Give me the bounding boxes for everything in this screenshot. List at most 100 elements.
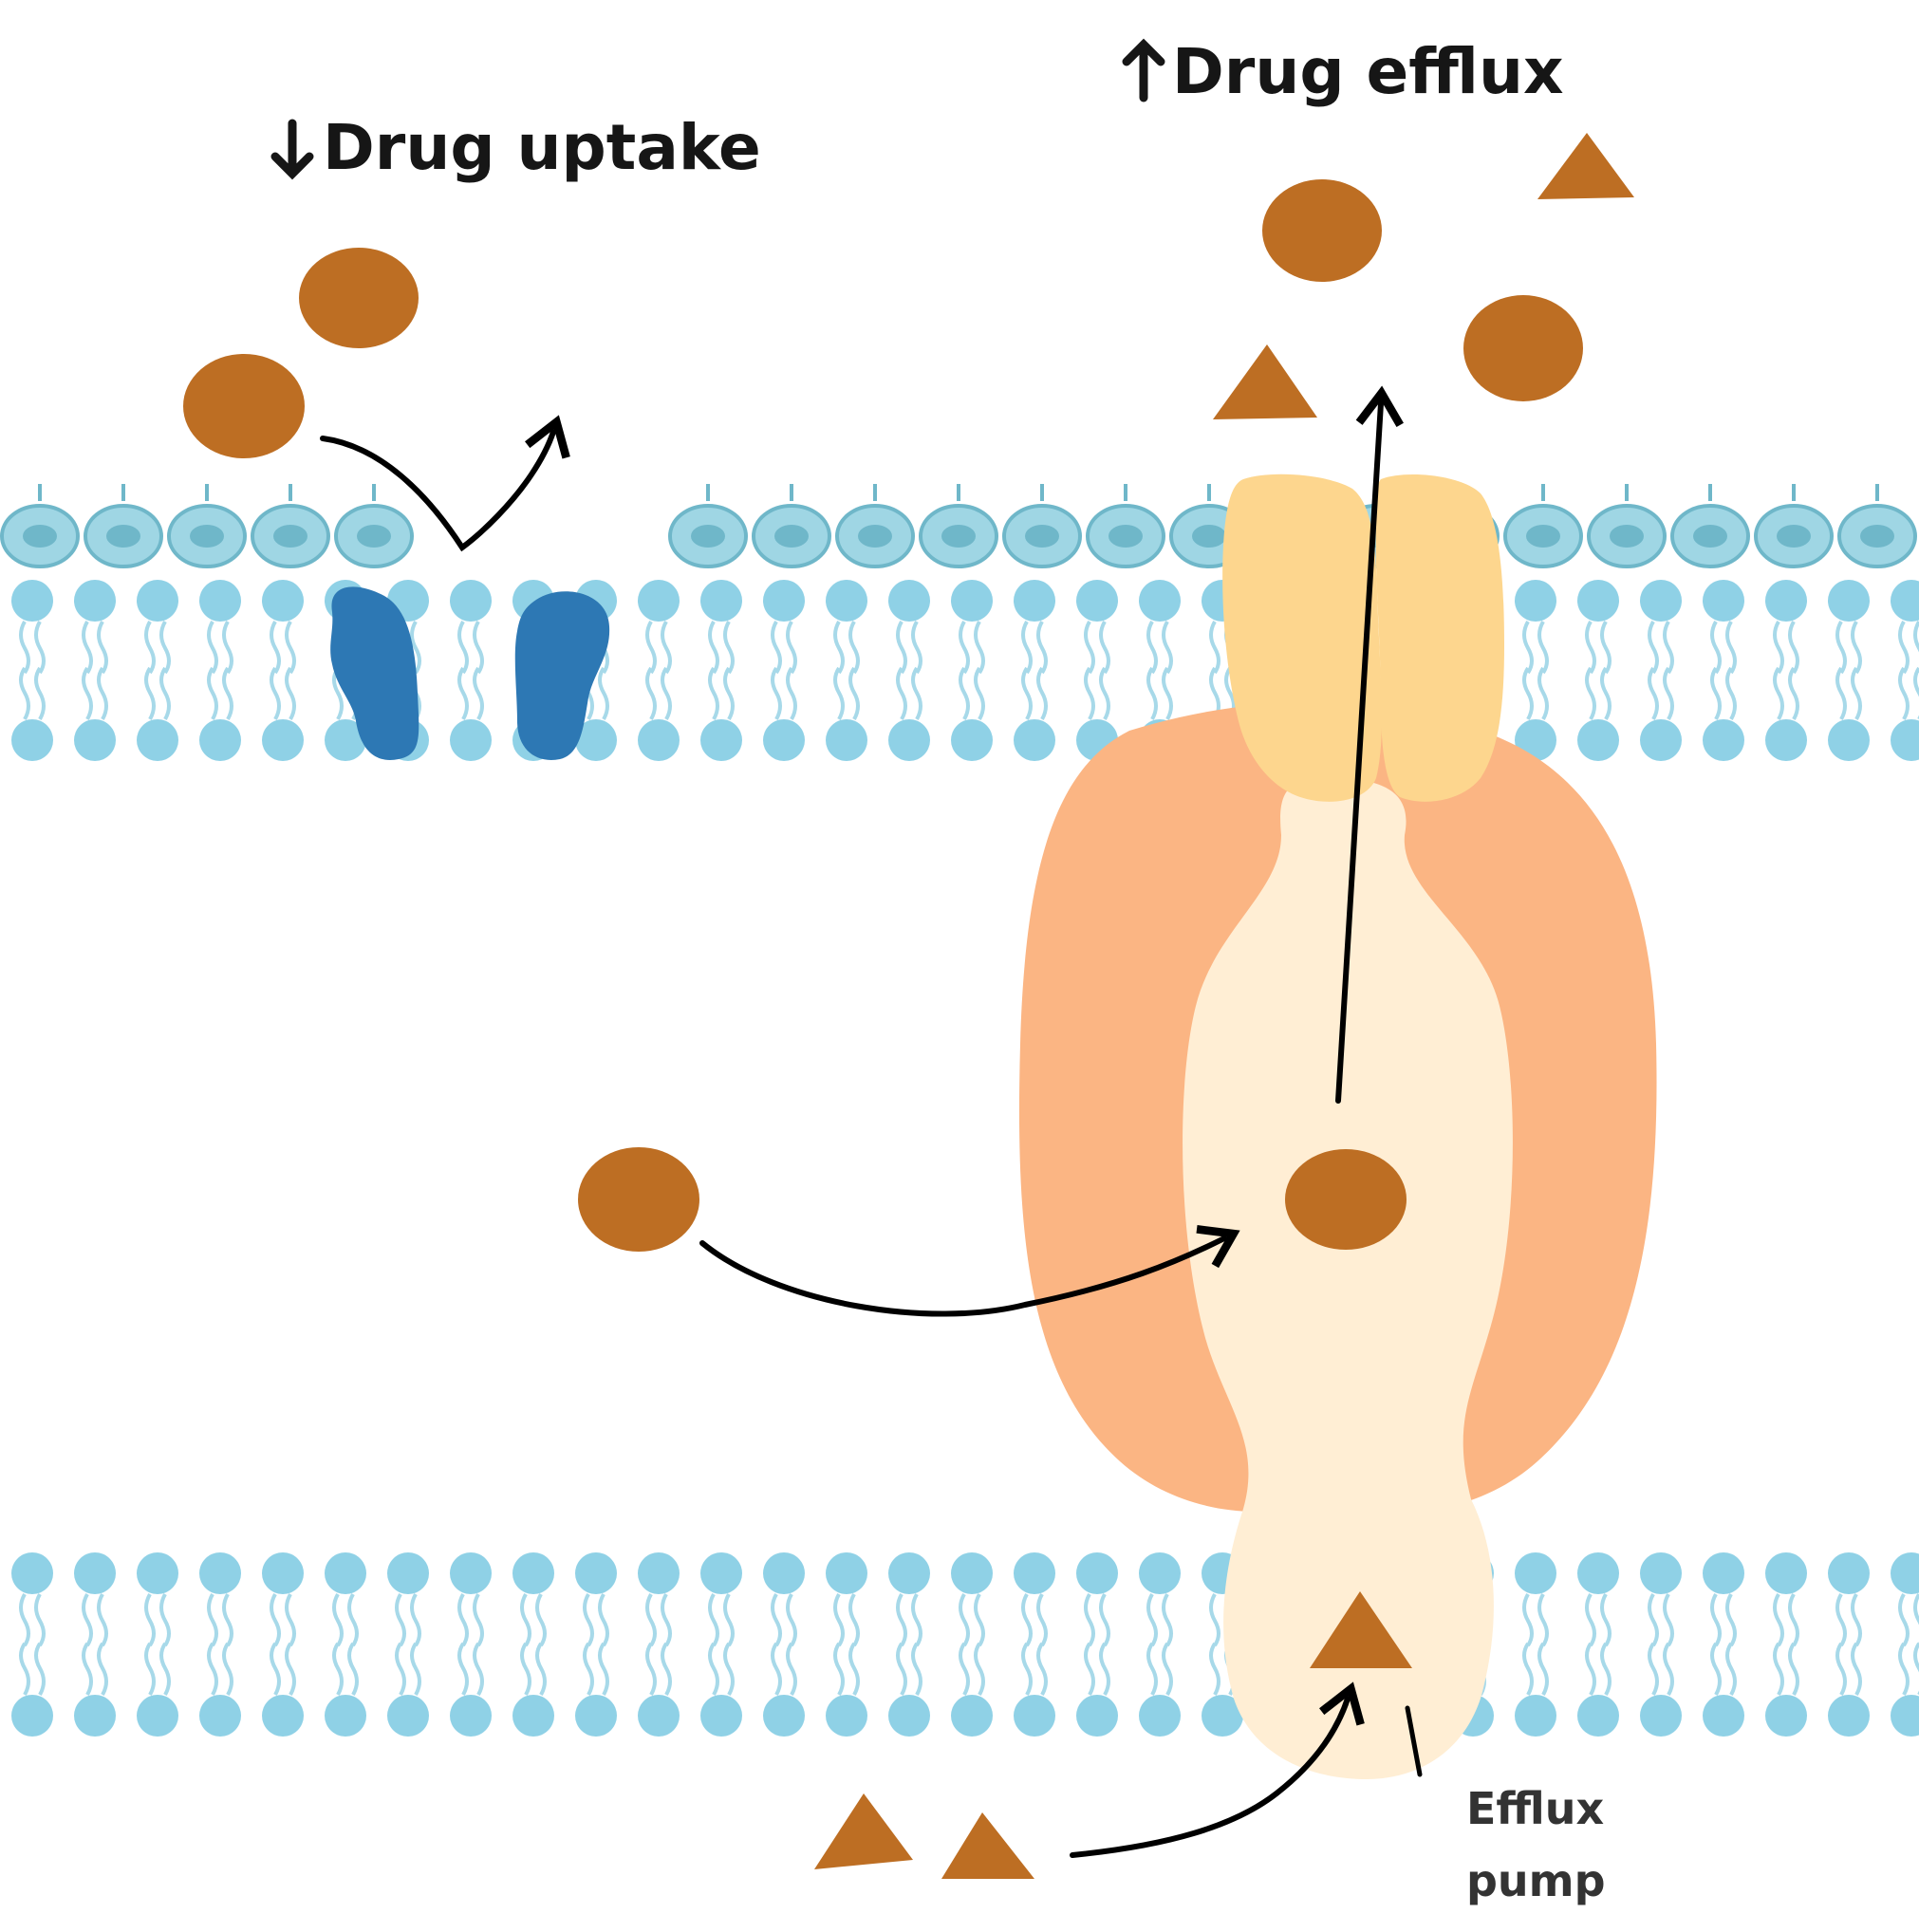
lipid-tail — [1021, 1593, 1033, 1647]
lipid-tail — [1537, 621, 1549, 675]
lipid-tail — [1522, 1593, 1534, 1647]
lipid-tail — [1146, 1593, 1158, 1647]
lipid-tail — [1913, 1642, 1919, 1695]
drug-triangle — [1537, 133, 1634, 199]
drug-triangle — [814, 1793, 913, 1869]
lps-head — [1754, 484, 1834, 568]
lipid-tail — [82, 1642, 93, 1696]
lipid-head — [888, 719, 930, 761]
outer-membrane — [0, 484, 1919, 761]
lipid-tail — [144, 1642, 156, 1696]
lps-core — [106, 525, 140, 548]
lipid-tail — [1788, 1642, 1799, 1696]
lipid-tail — [1585, 1593, 1596, 1647]
lipid-tail — [1710, 1593, 1722, 1647]
porin-right-subunit — [514, 591, 610, 760]
lipid-tail — [520, 1642, 531, 1696]
lps-head — [835, 484, 915, 568]
lipid-tail — [1773, 666, 1784, 720]
lipid-tail — [34, 621, 46, 675]
lipid-tail — [457, 666, 469, 720]
lipid-tail — [1788, 1593, 1799, 1647]
lipid-head — [638, 719, 680, 761]
lipid-tail — [1585, 621, 1596, 675]
drug-uptake-label: Drug uptake — [270, 111, 761, 184]
lipid-head — [638, 1695, 680, 1737]
lipid-head — [137, 1695, 178, 1737]
lipid-tail — [1851, 1642, 1862, 1696]
lipid-tail — [786, 1593, 797, 1647]
drug-circle — [1285, 1149, 1407, 1250]
lipid-tail — [1648, 621, 1659, 675]
lipid-tail — [959, 1642, 970, 1696]
lipid-tail — [270, 1642, 281, 1696]
lps-head — [752, 484, 831, 568]
lipid-tail — [1146, 666, 1158, 720]
lipid-tail — [848, 621, 860, 675]
lipid-tail — [833, 621, 845, 675]
lipid-tail — [19, 666, 30, 720]
lipid-tail — [1851, 1593, 1862, 1647]
lipid-head — [1703, 1552, 1744, 1594]
lipid-tail — [1913, 666, 1919, 719]
lipid-tail — [1648, 1593, 1659, 1647]
lipid-tail — [896, 1593, 907, 1647]
lipid-tail — [34, 1642, 46, 1696]
triangle-to-pump-arrow — [1070, 1681, 1365, 1858]
lipid-head — [11, 580, 53, 622]
lipid-head — [11, 1695, 53, 1737]
lipid-tail — [896, 666, 907, 720]
lipid-tail — [270, 666, 281, 720]
lipid-tail — [19, 1593, 30, 1647]
lipid-tail — [1036, 621, 1048, 675]
lipid-tail — [1036, 1642, 1048, 1696]
lipid-tail — [457, 621, 469, 675]
lps-core — [858, 525, 892, 548]
lps-head — [919, 484, 998, 568]
lipid-tail — [848, 1593, 860, 1647]
process-arrows — [320, 385, 1423, 1858]
lipid-head — [1828, 580, 1870, 622]
lipid-tail — [410, 621, 421, 675]
lipid-tail — [1522, 1642, 1534, 1696]
lipid-head — [1703, 580, 1744, 622]
lipid-tail — [1084, 1642, 1095, 1696]
lipid-tail — [598, 1593, 609, 1647]
lipid-tail — [911, 1593, 922, 1647]
lps-core — [357, 525, 391, 548]
lipid-tail — [1648, 666, 1659, 720]
lipid-tail — [1209, 1642, 1220, 1696]
lipid-tail — [1663, 666, 1674, 720]
lipid-tail — [535, 1593, 547, 1647]
drug-triangle — [1213, 344, 1317, 419]
lipid-head — [951, 1552, 993, 1594]
lipid-tail — [896, 621, 907, 675]
lipid-tail — [723, 1642, 735, 1696]
lipid-tail — [395, 1642, 406, 1696]
lipid-head — [763, 1695, 805, 1737]
lps-core — [1610, 525, 1644, 548]
lipid-tail — [207, 621, 218, 675]
efflux-label: Drug efflux — [1172, 35, 1564, 108]
drug-efflux-label: Drug efflux — [1122, 35, 1564, 108]
lipid-tail — [285, 1593, 296, 1647]
lipid-tail — [222, 1642, 233, 1696]
lipid-tail — [1710, 666, 1722, 720]
lipid-tail — [708, 1642, 719, 1696]
lipid-tail — [1585, 666, 1596, 720]
lipid-tail — [1537, 666, 1549, 720]
lps-core — [1025, 525, 1059, 548]
drug-triangle — [1310, 1591, 1412, 1668]
lps-core — [23, 525, 57, 548]
lipid-head — [763, 580, 805, 622]
lipid-head — [1703, 719, 1744, 761]
lipid-tail — [1773, 1642, 1784, 1696]
pump-outer-channel-right — [1375, 474, 1504, 802]
lipid-head — [1891, 1552, 1919, 1594]
pump-label-line2: pump — [1466, 1855, 1606, 1906]
lipid-tail — [723, 621, 735, 675]
lipid-head — [700, 1552, 742, 1594]
lipid-tail — [82, 1593, 93, 1647]
lipid-head — [1577, 1552, 1619, 1594]
lipid-tail — [1537, 1593, 1549, 1647]
